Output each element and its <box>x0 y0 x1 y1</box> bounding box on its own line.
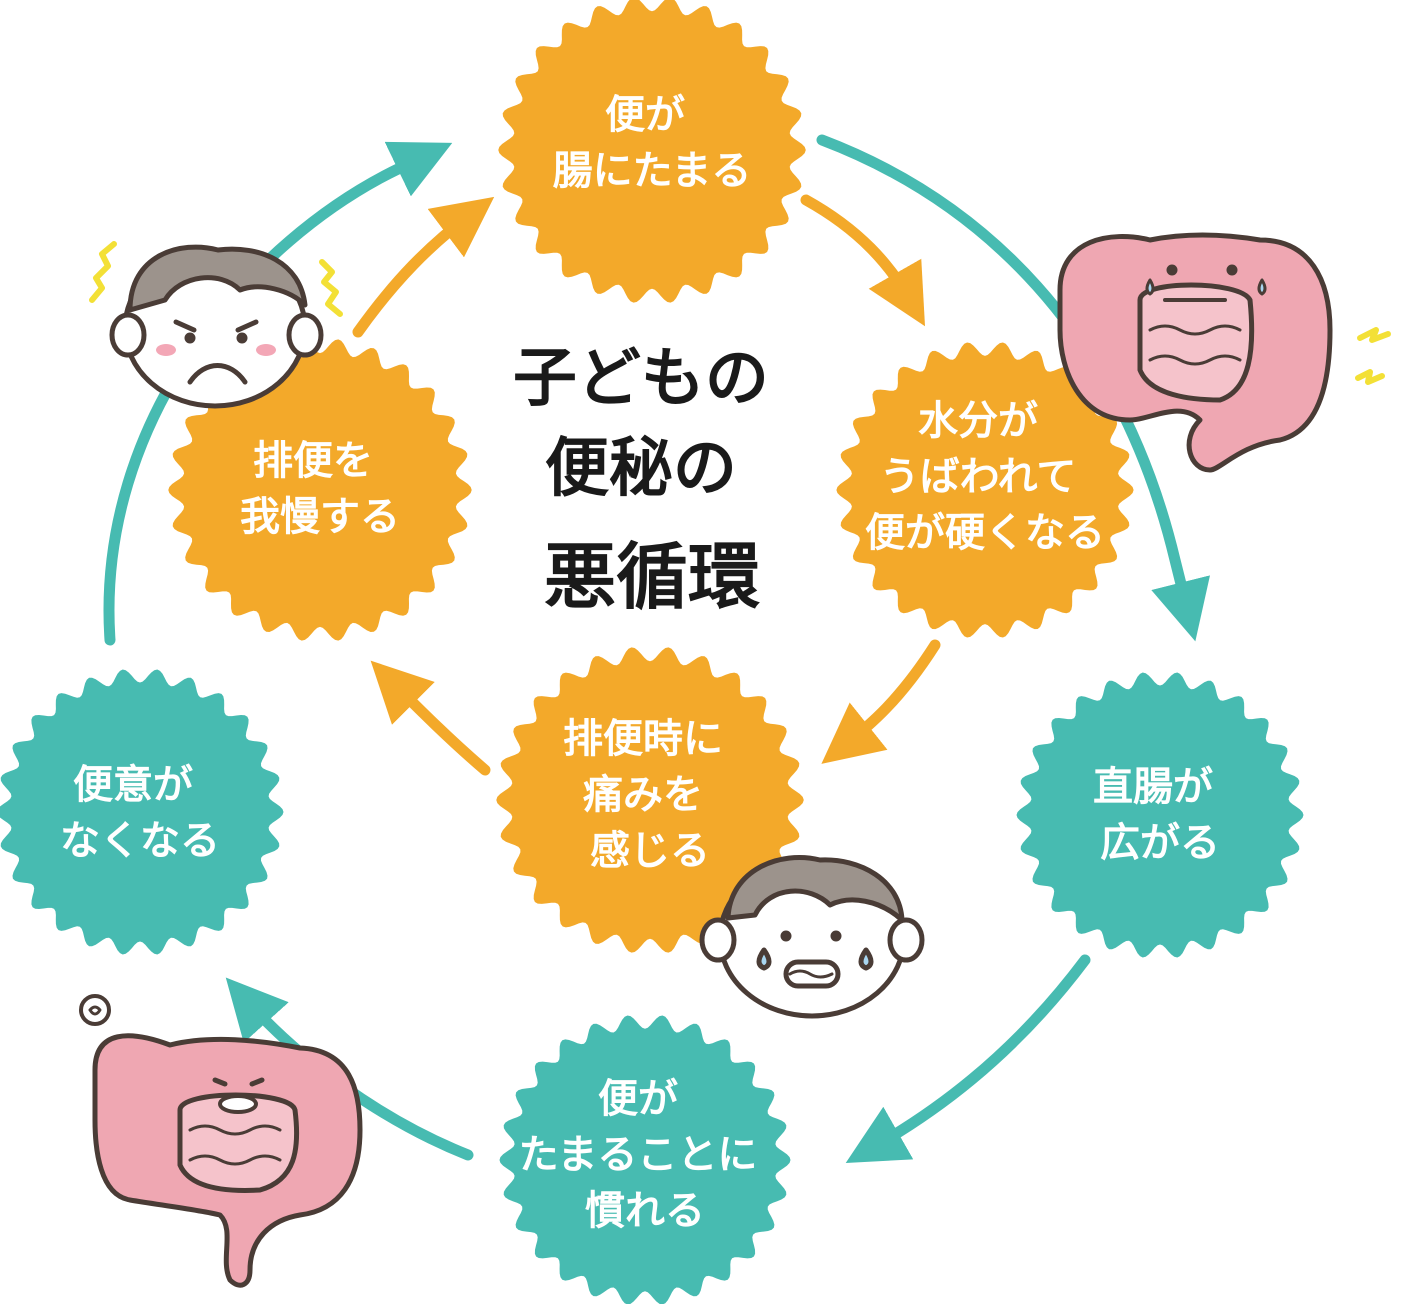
node-line: 便が <box>605 92 685 138</box>
arrow-top-to-water <box>800 194 926 327</box>
node-line: 便意が <box>73 762 193 808</box>
node-line: 我慢する <box>240 494 400 540</box>
node-line: 便が <box>598 1076 678 1122</box>
inner-cycle-arrows <box>352 194 941 776</box>
svg-text:水分が うばわれて 便が硬くなる: 水分が うばわれて 便が硬くなる <box>865 398 1105 556</box>
node-hold-back: 排便を 我慢する <box>168 339 472 641</box>
badge-shape <box>499 1015 791 1304</box>
node-rectum-widens: 直腸が 広がる <box>1016 672 1304 958</box>
node-stool-accumulates: 便が 腸にたまる <box>498 0 806 303</box>
node-line: 排便時に <box>563 716 723 762</box>
node-line: 感じる <box>590 828 710 874</box>
badge-shape <box>0 669 284 955</box>
arrow-rectum-to-getused <box>845 954 1091 1163</box>
node-get-used: 便が たまることに 慣れる <box>499 1015 791 1304</box>
badge-shape <box>498 0 806 303</box>
node-line: 痛みを <box>583 772 703 818</box>
svg-text:排便時に 痛みを 感じる: 排便時に 痛みを 感じる <box>563 716 737 874</box>
node-line: 広がる <box>1100 820 1220 866</box>
node-line: なくなる <box>60 818 220 864</box>
node-line: 便が硬くなる <box>865 510 1105 556</box>
tired-intestine-icon <box>79 994 363 1288</box>
arrow-hold-to-top <box>352 196 495 338</box>
angry-child-face-icon <box>89 241 343 409</box>
badge-shape <box>168 339 472 641</box>
svg-text:便が 腸にたまる: 便が 腸にたまる <box>553 92 752 194</box>
svg-text:子どもの 便秘の 悪循環: 子どもの 便秘の 悪循環 <box>513 342 791 619</box>
node-no-urge: 便意が なくなる <box>0 669 284 955</box>
node-water-absorbed: 水分が うばわれて 便が硬くなる <box>836 342 1134 638</box>
arrow-pain-to-hold <box>370 660 491 776</box>
center-title: 子どもの 便秘の 悪循環 <box>513 342 791 619</box>
node-line: 直腸が <box>1093 764 1213 810</box>
badge-shape <box>836 342 1134 638</box>
node-line: 慣れる <box>585 1188 705 1234</box>
arrow-top-to-rectum <box>816 134 1211 642</box>
node-line: 腸にたまる <box>553 148 752 194</box>
node-pain-defecation: 排便時に 痛みを 感じる <box>496 647 804 953</box>
center-title-line: 悪循環 <box>544 535 760 619</box>
center-title-line: 便秘の <box>545 432 737 506</box>
svg-text:便が たまることに 慣れる: 便が たまることに 慣れる <box>519 1076 772 1234</box>
svg-text:排便を 我慢する: 排便を 我慢する <box>240 438 400 540</box>
node-line: 水分が <box>918 398 1038 444</box>
center-title-line: 子どもの <box>513 342 769 416</box>
arrow-water-to-pain <box>821 639 941 764</box>
svg-text:直腸が 広がる: 直腸が 広がる <box>1093 764 1227 866</box>
crying-child-face-icon <box>699 854 925 1019</box>
node-line: たまることに <box>519 1132 758 1178</box>
svg-text:便意が なくなる: 便意が なくなる <box>60 762 220 864</box>
badge-shape <box>1016 672 1304 958</box>
badge-shape <box>496 647 804 953</box>
node-line: うばわれて <box>880 454 1077 500</box>
tense-intestine-icon <box>1057 232 1391 473</box>
node-line: 排便を <box>253 438 373 484</box>
